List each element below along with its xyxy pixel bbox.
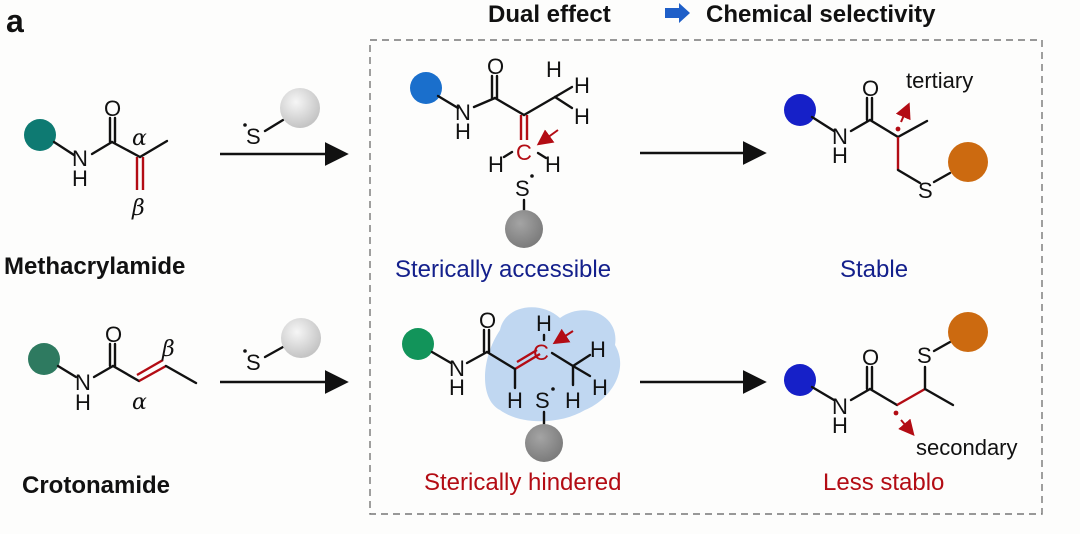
svg-text:H: H	[507, 388, 523, 413]
svg-text:S: S	[246, 124, 261, 149]
radical-type-secondary: secondary	[916, 435, 1018, 460]
reagent-sphere	[280, 88, 320, 128]
svg-text:O: O	[104, 96, 121, 121]
thiol-sphere	[948, 312, 988, 352]
svg-text:N: N	[449, 356, 465, 381]
intermediate-sphere	[402, 328, 434, 360]
reagent-thiyl-radical-2: S	[243, 318, 321, 375]
methacrylamide-structure: N H O α β	[24, 96, 169, 221]
caption-sterically-hindered: Sterically hindered	[424, 469, 621, 496]
svg-text:S: S	[246, 350, 261, 375]
svg-text:H: H	[545, 152, 561, 177]
svg-text:N: N	[832, 124, 848, 149]
reactant-name-methacrylamide: Methacrylamide	[4, 253, 185, 280]
caption-less-stable: Less stablo	[823, 469, 944, 496]
steric-cloud	[485, 307, 621, 422]
svg-text:N: N	[75, 370, 91, 395]
svg-text:H: H	[832, 143, 848, 168]
thiol-sphere	[948, 142, 988, 182]
caption-sterically-accessible: Sterically accessible	[395, 256, 611, 283]
intermediate-accessible-structure: N H O H H H C H H S	[410, 54, 590, 248]
svg-text:O: O	[487, 54, 504, 79]
header-arrow-icon	[665, 3, 690, 23]
svg-text:N: N	[455, 100, 471, 125]
product-sphere	[784, 364, 816, 396]
reactant-sphere	[28, 343, 60, 375]
product-less-stable-structure: N H O S secondary	[784, 312, 1018, 460]
alpha-label: α	[132, 126, 147, 151]
svg-text:O: O	[479, 308, 496, 333]
product-sphere	[784, 94, 816, 126]
header-chemical-selectivity: Chemical selectivity	[706, 1, 936, 28]
intermediate-sphere	[410, 72, 442, 104]
svg-text:N: N	[72, 146, 88, 171]
svg-text:N: N	[832, 394, 848, 419]
svg-text:S: S	[917, 343, 932, 368]
reagent-thiyl-radical-1: S	[243, 88, 320, 149]
svg-text:O: O	[862, 76, 879, 101]
svg-text:S: S	[515, 176, 530, 201]
svg-text:C: C	[533, 340, 549, 365]
thiyl-sphere	[525, 424, 563, 462]
crotonamide-structure: N H O α β	[28, 322, 198, 415]
beta-label: β	[131, 196, 145, 221]
panel-label: a	[6, 3, 24, 39]
reactant-name-crotonamide: Crotonamide	[22, 472, 170, 499]
radical-type-tertiary: tertiary	[906, 68, 973, 93]
svg-text:H: H	[488, 152, 504, 177]
thiyl-sphere	[505, 210, 543, 248]
caption-stable: Stable	[840, 256, 908, 283]
intermediate-hindered-structure: N H O C H H H H H S	[402, 307, 621, 462]
beta-label: β	[161, 337, 175, 362]
svg-text:O: O	[105, 322, 122, 347]
svg-text:H: H	[75, 390, 91, 415]
svg-text:H: H	[72, 166, 88, 191]
reagent-sphere	[281, 318, 321, 358]
svg-text:H: H	[574, 104, 590, 129]
alpha-label: α	[132, 390, 147, 415]
svg-text:S: S	[535, 388, 550, 413]
svg-text:S: S	[918, 178, 933, 203]
header-dual-effect: Dual effect	[488, 1, 611, 28]
svg-text:C: C	[516, 140, 532, 165]
svg-text:H: H	[455, 119, 471, 144]
reactant-sphere	[24, 119, 56, 151]
svg-text:H: H	[536, 311, 552, 336]
svg-text:H: H	[449, 375, 465, 400]
svg-text:H: H	[832, 413, 848, 438]
svg-text:H: H	[574, 73, 590, 98]
svg-text:H: H	[590, 337, 606, 362]
svg-text:H: H	[565, 388, 581, 413]
dashed-box	[369, 39, 1043, 515]
svg-text:H: H	[592, 375, 608, 400]
product-stable-structure: N H O tertiary S	[784, 68, 988, 203]
svg-text:O: O	[862, 345, 879, 370]
svg-text:H: H	[546, 57, 562, 82]
